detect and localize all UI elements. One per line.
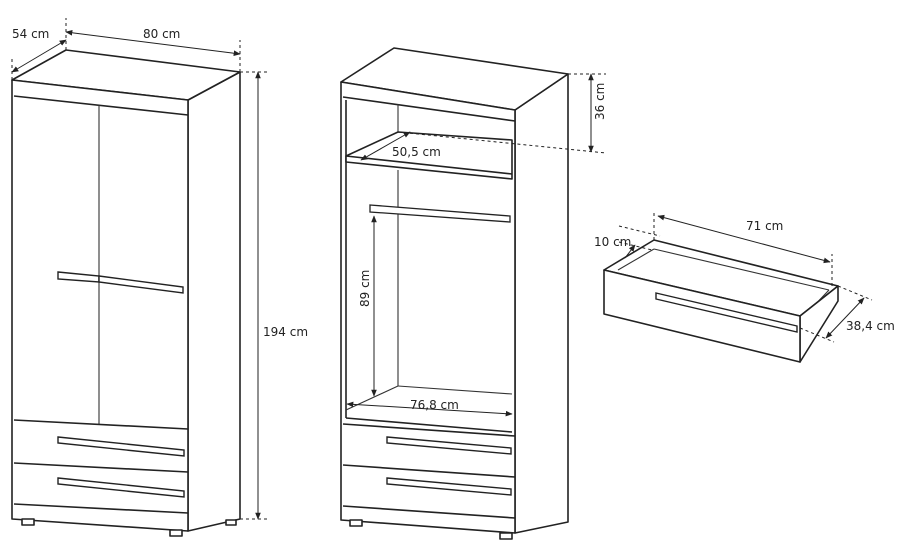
drawer: 71 cm 10 cm 38,4 cm xyxy=(594,212,895,363)
open-wardrobe: 36 cm 50,5 cm 89 cm 76,8 cm xyxy=(340,47,607,540)
drawer-height-label: 10 cm xyxy=(594,235,631,249)
closed-wardrobe-drawer-2-handle xyxy=(57,477,185,498)
open-wardrobe-top-compartment-height-label: 36 cm xyxy=(593,83,607,120)
open-wardrobe-inner-width-dimension-line xyxy=(346,401,513,417)
open-wardrobe-hanging-height-label: 89 cm xyxy=(358,270,372,307)
drawer-depth-label: 38,4 cm xyxy=(846,319,895,333)
open-wardrobe-shelf-depth-dimension-line xyxy=(360,131,411,161)
closed-wardrobe-drawer-1-handle xyxy=(57,436,185,457)
open-wardrobe-side-panel xyxy=(514,73,569,534)
open-wardrobe-foot xyxy=(499,532,513,540)
open-wardrobe-hanging-rail xyxy=(369,204,511,223)
drawer-handle xyxy=(655,292,798,333)
open-wardrobe-foot xyxy=(349,519,363,527)
drawer-front-panel xyxy=(603,269,801,363)
closed-wardrobe-side-panel xyxy=(187,71,241,532)
closed-wardrobe-front xyxy=(11,79,189,532)
open-wardrobe-inner-width-label: 76,8 cm xyxy=(410,398,459,412)
drawer-length-dimension-line xyxy=(657,214,831,264)
closed-wardrobe-width-label: 80 cm xyxy=(143,27,180,41)
closed-wardrobe-width-dimension-line xyxy=(65,30,241,56)
closed-wardrobe: 54 cm 80 cm 194 cm xyxy=(11,18,308,537)
closed-wardrobe-depth-dimension-line xyxy=(11,39,67,73)
closed-wardrobe-foot xyxy=(225,519,237,526)
open-wardrobe-frame xyxy=(340,81,516,534)
drawer-depth-dimension-line xyxy=(825,297,865,339)
open-wardrobe-drawer-2-handle xyxy=(386,477,512,496)
closed-wardrobe-depth-label: 54 cm xyxy=(12,27,49,41)
open-wardrobe-shelf-depth-label: 50,5 cm xyxy=(392,145,441,159)
open-wardrobe-drawer-1-handle xyxy=(386,436,512,455)
closed-wardrobe-foot xyxy=(21,518,35,526)
closed-wardrobe-height-label: 194 cm xyxy=(263,325,308,339)
closed-wardrobe-right-door-handle xyxy=(98,275,184,294)
drawer-height-dimension-line xyxy=(624,244,636,259)
drawer-length-label: 71 cm xyxy=(746,219,783,233)
closed-wardrobe-foot xyxy=(169,529,183,537)
